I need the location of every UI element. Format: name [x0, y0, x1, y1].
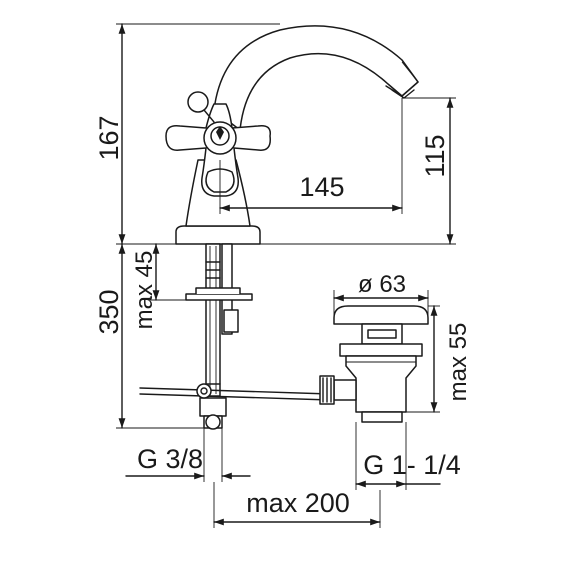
- dim-reach-145: [219, 98, 403, 214]
- supply-pipes: [185, 243, 253, 430]
- dim-diameter-63-label: ø 63: [358, 271, 406, 298]
- dim-waste-height-max55: [406, 305, 440, 413]
- pop-up-waste: [319, 305, 429, 423]
- dim-reach-145-label: 145: [299, 172, 344, 202]
- dim-thickness-max45-label: max 45: [131, 251, 158, 330]
- dim-inlet-thread-label: G 3/8: [137, 444, 203, 474]
- cross-handle: [165, 91, 271, 197]
- dim-height-167-label: 167: [94, 115, 124, 160]
- dim-length-350: [116, 243, 204, 429]
- dim-rod-max200-label: max 200: [246, 488, 350, 518]
- dim-rod-max200: [213, 482, 381, 528]
- dim-thickness-max45: [150, 243, 186, 301]
- dim-height-167: [116, 23, 280, 245]
- dim-waste-height-max55-label: max 55: [445, 323, 472, 402]
- dim-waste-thread-label: G 1- 1/4: [363, 450, 461, 480]
- dim-inlet-thread: [125, 428, 251, 482]
- dim-height-115-label: 115: [420, 134, 450, 177]
- dim-waste-thread: [355, 422, 441, 490]
- pop-up-rod: [139, 383, 331, 401]
- dim-diameter-63: [333, 290, 429, 318]
- dim-height-115: [260, 97, 456, 245]
- dim-length-350-label: 350: [94, 289, 124, 334]
